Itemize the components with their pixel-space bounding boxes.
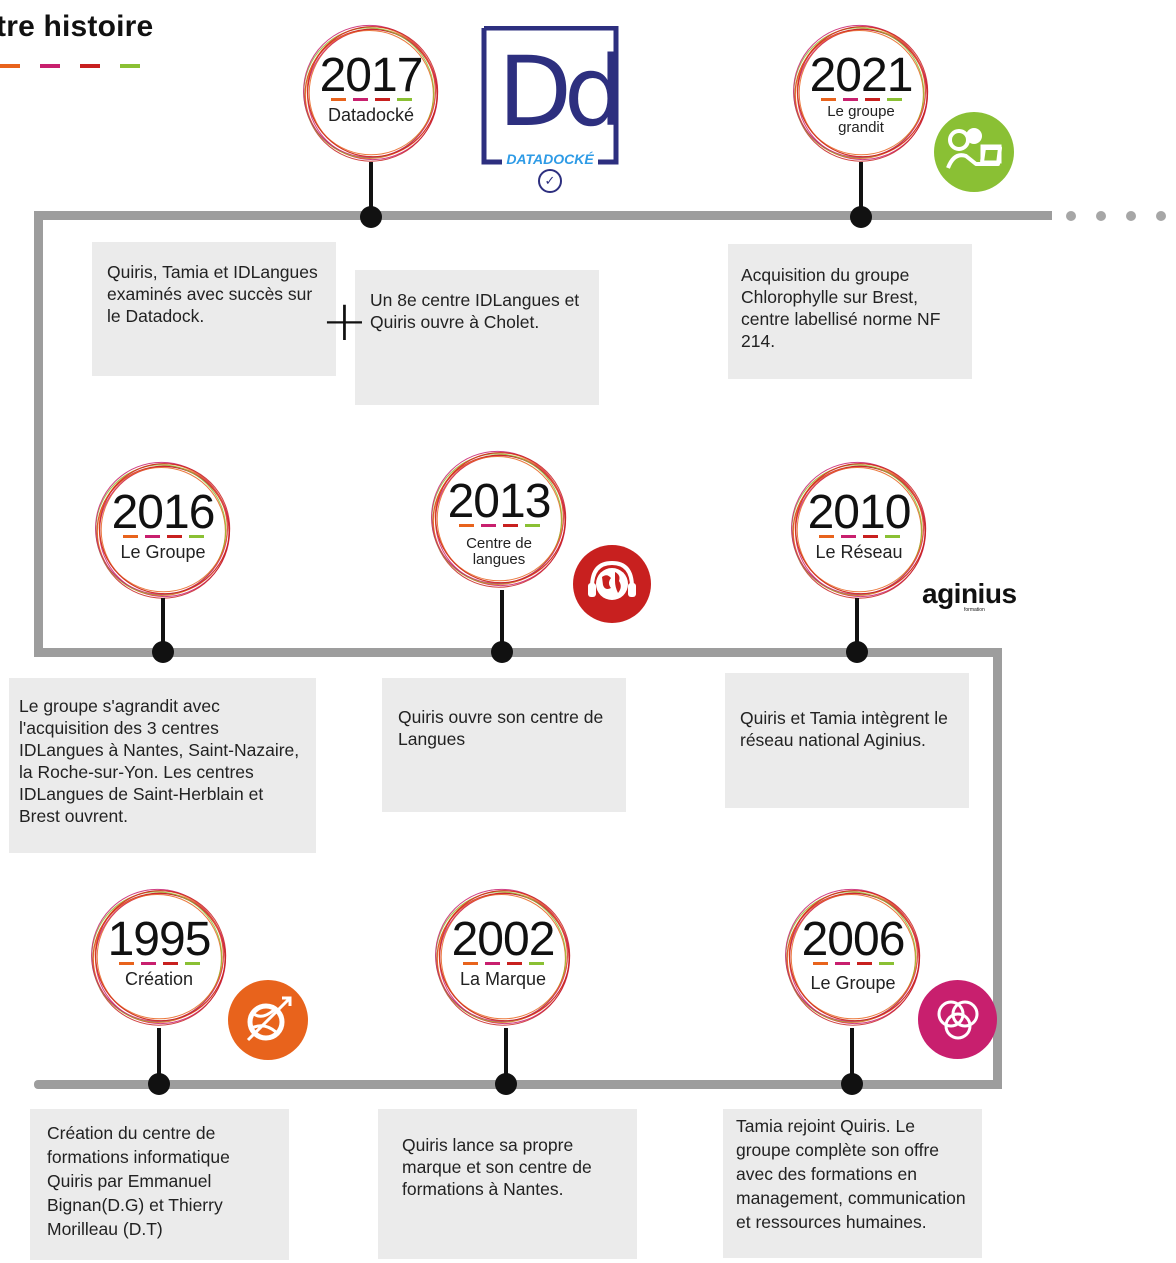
- stem-1995: [157, 1028, 161, 1082]
- milestone-year: 2010: [807, 486, 912, 539]
- text-box-2013: Quiris ouvre son centre de Langues: [382, 678, 626, 812]
- milestone-2002: 2002 La Marque: [428, 882, 578, 1032]
- milestone-text: Acquisition du groupe Chlorophylle sur B…: [741, 265, 941, 351]
- stem-2002: [504, 1028, 508, 1082]
- medal-rings: [793, 24, 929, 162]
- node-2021: [850, 206, 872, 228]
- text-box-2006: Tamia rejoint Quiris. Le groupe complète…: [723, 1109, 982, 1258]
- milestone-label: Création: [124, 969, 194, 989]
- milestone-year: 2016: [111, 486, 216, 539]
- track-middle: [34, 648, 1002, 657]
- milestone-text: Quiris ouvre son centre de Langues: [398, 707, 604, 749]
- milestone-2006: 2006 Le Groupe: [778, 882, 928, 1032]
- milestone-dashes: [428, 962, 578, 965]
- node-1995: [148, 1073, 170, 1095]
- plus-icon: +: [321, 289, 368, 354]
- text-box-2010: Quiris et Tamia intègrent le réseau nati…: [725, 673, 969, 808]
- continuation-dot: [1156, 211, 1166, 221]
- milestone-dashes: [84, 962, 234, 965]
- milestone-2016: 2016 Le Groupe: [88, 455, 238, 605]
- track-left-vertical: [34, 211, 43, 657]
- milestone-label: La Marque: [459, 969, 547, 989]
- globe-headset-icon: [573, 545, 651, 623]
- track-right-vertical: [993, 648, 1002, 1089]
- milestone-text: Quiris, Tamia et IDLangues examinés avec…: [107, 262, 318, 326]
- milestone-2010: 2010 Le Réseau: [784, 455, 934, 605]
- milestone-text: Création du centre de formations informa…: [47, 1123, 230, 1239]
- datadock-logo: Dd DATADOCKÉ ✓: [480, 25, 625, 196]
- stem-2006: [850, 1028, 854, 1082]
- milestone-year: 2021: [809, 49, 914, 102]
- stem-2010: [855, 598, 859, 648]
- page-title: tre histoire: [0, 10, 154, 43]
- milestone-label: Le Groupe: [120, 542, 206, 562]
- title-dash-pink: [40, 64, 60, 68]
- stem-2017: [369, 162, 373, 212]
- datadock-word: DATADOCKÉ: [506, 151, 594, 167]
- milestone-text: Quiris lance sa propre marque et son cen…: [402, 1135, 592, 1199]
- text-box-2017-extra: Un 8e centre IDLangues et Quiris ouvre à…: [355, 270, 599, 405]
- milestone-dashes: [88, 535, 238, 538]
- text-box-2016: Le groupe s'agrandit avec l'acquisition …: [9, 678, 316, 853]
- arrow-target-icon: [228, 980, 308, 1060]
- title-dash-green: [120, 64, 140, 68]
- text-box-2002: Quiris lance sa propre marque et son cen…: [378, 1109, 637, 1259]
- medal-rings: [435, 888, 571, 1026]
- milestone-label: Le groupe grandit: [827, 103, 895, 136]
- continuation-dot: [1096, 211, 1106, 221]
- text-box-1995: Création du centre de formations informa…: [30, 1109, 289, 1260]
- aginius-sub: formation: [964, 607, 985, 613]
- milestone-dashes: [424, 524, 574, 527]
- milestone-text: Quiris et Tamia intègrent le réseau nati…: [740, 708, 948, 750]
- milestone-year: 1995: [107, 913, 212, 966]
- title-dash-orange: [0, 64, 20, 68]
- milestone-label: Le Réseau: [815, 542, 903, 562]
- aginius-word: aginius: [922, 578, 1017, 609]
- medal-rings: [431, 450, 567, 588]
- stem-2021: [859, 162, 863, 212]
- milestone-text: Le groupe s'agrandit avec l'acquisition …: [19, 696, 300, 826]
- venn-circles-icon: [918, 980, 997, 1059]
- milestone-dashes: [786, 98, 936, 101]
- aginius-logo: aginius formation: [922, 578, 1042, 618]
- milestone-year: 2006: [801, 913, 906, 966]
- milestone-text: Un 8e centre IDLangues et Quiris ouvre à…: [370, 290, 580, 332]
- track-bottom: [34, 1080, 1002, 1089]
- milestone-label: Centre de langues: [466, 535, 532, 568]
- milestone-label: Le Groupe: [810, 973, 896, 993]
- title-dash-red: [80, 64, 100, 68]
- medal-rings: [95, 461, 231, 599]
- milestone-text: Tamia rejoint Quiris. Le groupe complète…: [736, 1116, 966, 1232]
- milestone-dashes: [778, 962, 928, 965]
- medal-rings: [785, 888, 921, 1026]
- text-box-2017: Quiris, Tamia et IDLangues examinés avec…: [92, 242, 336, 376]
- track-top: [34, 211, 1052, 220]
- continuation-dot: [1066, 211, 1076, 221]
- datadock-letters: Dd: [498, 36, 625, 148]
- text-box-2021: Acquisition du groupe Chlorophylle sur B…: [728, 244, 972, 379]
- node-2017: [360, 206, 382, 228]
- continuation-dot: [1126, 211, 1136, 221]
- milestone-year: 2017: [319, 49, 424, 102]
- node-2013: [491, 641, 513, 663]
- milestone-year: 2013: [447, 475, 552, 528]
- stem-2013: [500, 590, 504, 648]
- node-2002: [495, 1073, 517, 1095]
- stem-2016: [161, 598, 165, 648]
- check-icon: ✓: [538, 169, 562, 193]
- node-2006: [841, 1073, 863, 1095]
- medal-rings: [303, 24, 439, 162]
- milestone-label: Datadocké: [327, 105, 415, 125]
- node-2016: [152, 641, 174, 663]
- milestone-dashes: [784, 535, 934, 538]
- milestone-year: 2002: [451, 913, 556, 966]
- milestone-dashes: [296, 98, 446, 101]
- people-laptop-icon: [934, 112, 1014, 192]
- node-2010: [846, 641, 868, 663]
- medal-rings: [91, 888, 227, 1026]
